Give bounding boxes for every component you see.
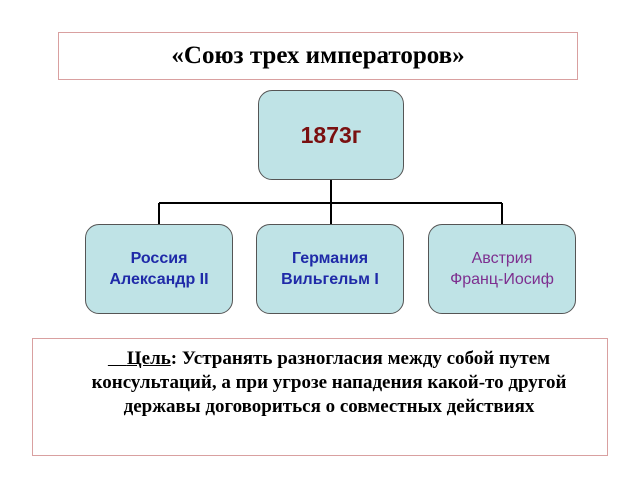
member-ruler: Вильгельм I (281, 271, 379, 288)
member-node-austria: Австрия Франц-Иосиф (428, 224, 576, 314)
goal-underline-pad (108, 348, 127, 369)
year-label: 1873г (300, 121, 362, 148)
member-country: Россия (130, 250, 188, 267)
member-country: Германия (291, 250, 369, 267)
goal-label: Цель (126, 348, 171, 369)
title-text: «Союз трех императоров» (171, 42, 465, 69)
diagram-title: «Союз трех императоров» (58, 32, 578, 80)
member-country: Австрия (471, 250, 533, 267)
member-ruler: Александр II (109, 271, 209, 288)
member-node-germany: Германия Вильгельм I (256, 224, 404, 314)
goal-box: Цель: Устранять разногласия между собой … (32, 338, 608, 456)
year-node: 1873г (258, 90, 404, 180)
goal-text: : Устранять разногласия между собой путе… (91, 348, 567, 417)
member-ruler: Франц-Иосиф (450, 271, 554, 288)
member-node-russia: Россия Александр II (85, 224, 233, 314)
